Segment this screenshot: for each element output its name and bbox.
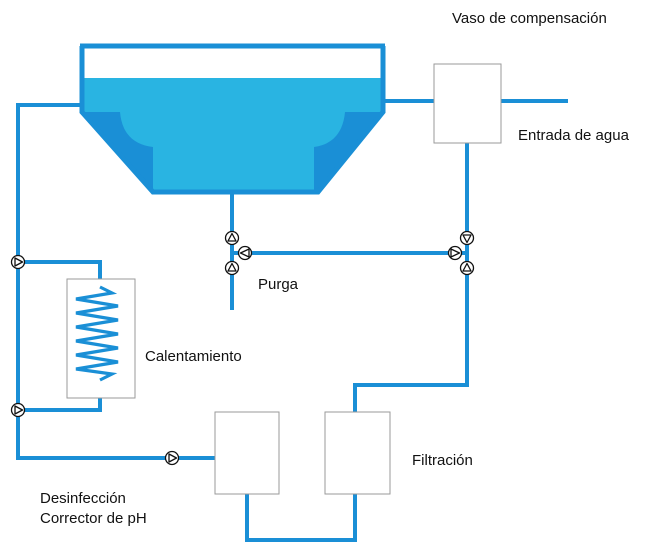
check-valve-icon: [164, 450, 180, 466]
check-valve-icon: [10, 254, 26, 270]
check-valve-icon: [224, 230, 240, 246]
label-disinfection: Desinfección: [40, 490, 126, 507]
pipe-filter-to-disinfection: [245, 492, 357, 542]
pool-outline: [79, 46, 386, 195]
label-heating: Calentamiento: [145, 348, 242, 365]
label-ph-corrector: Corrector de pH: [40, 510, 147, 527]
pool-water: [82, 78, 383, 192]
valves: [10, 230, 475, 466]
check-valve-icon: [224, 260, 240, 276]
label-compensation-tank: Vaso de compensación: [452, 10, 607, 27]
label-purge: Purga: [258, 276, 299, 293]
pipe-left-loop: [16, 103, 217, 460]
pipe-tank-to-filter: [353, 141, 469, 414]
check-valve-icon: [447, 245, 463, 261]
pipe-heater-branch: [16, 260, 102, 287]
heating-coil-icon: [75, 285, 119, 382]
pool-water-surface: [82, 50, 383, 73]
pool: [79, 43, 386, 195]
check-valve-icon: [459, 260, 475, 276]
label-filtration: Filtración: [412, 452, 473, 469]
check-valve-icon: [10, 402, 26, 418]
check-valve-icon: [237, 245, 253, 261]
check-valve-icon: [459, 230, 475, 246]
disinfection-box: [214, 411, 280, 495]
label-water-inlet: Entrada de agua: [518, 127, 630, 144]
compensation-tank-box: [433, 63, 502, 144]
filter-box: [324, 411, 391, 495]
